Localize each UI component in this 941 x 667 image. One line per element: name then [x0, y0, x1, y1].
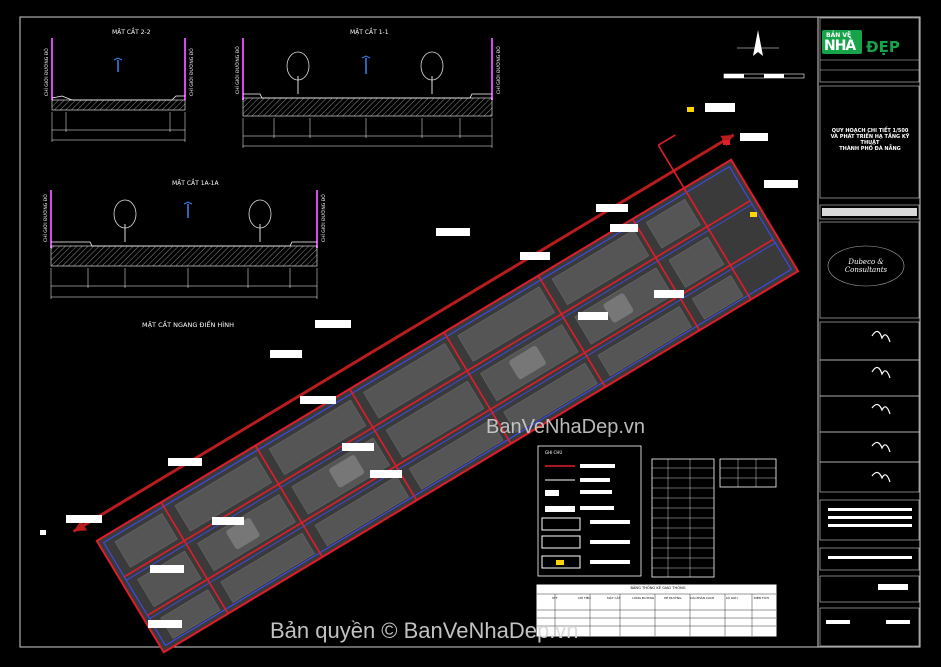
stats-table-title: BẢNG THỐNG KÊ GIAO THÔNG: [630, 586, 686, 590]
project-title: QUY HOẠCH CHI TIẾT 1/500 VÀ PHÁT TRIỂN H…: [822, 128, 918, 152]
plan-callouts: [40, 103, 798, 628]
table-col-header: DẢI PHÂN CÁCH: [690, 596, 715, 600]
title-block: [819, 17, 920, 647]
watermark-center: BanVeNhaDep.vn: [486, 416, 646, 438]
table-col-header: HÈ ĐƯỜNG: [664, 596, 682, 600]
table-col-header: LÒNG ĐƯỜNG: [632, 596, 655, 600]
svg-text:MẶT CẮT 1-1: MẶT CẮT 1-1: [350, 28, 389, 36]
sheet-border: [19, 16, 921, 648]
logo-top-text: BẢN VẼ: [826, 32, 852, 39]
legend-box: [537, 445, 642, 577]
project-line: THÀNH PHỐ ĐÀ NẴNG: [839, 146, 901, 152]
svg-text:MẶT CẮT 1A-1A: MẶT CẮT 1A-1A: [172, 179, 219, 187]
project-line: VÀ PHÁT TRIỂN HẠ TẦNG KỸ THUẬT: [830, 134, 910, 146]
table-col-header: LỘ GIỚI: [725, 596, 738, 600]
stats-table-header-row: STT CHỈ TIÊU MẶT CẮT LÒNG ĐƯỜNG HÈ ĐƯỜNG…: [540, 596, 776, 610]
table-col-header: DIỆN TÍCH: [753, 596, 769, 600]
svg-text:MẶT CẮT 2-2: MẶT CẮT 2-2: [112, 28, 151, 36]
site-plan: [72, 133, 800, 654]
logo-nha-text: NHÀ: [824, 38, 856, 54]
coordinate-table: [651, 458, 777, 578]
legend-title: GHI CHÚ: [545, 450, 563, 455]
table-col-header: STT: [551, 596, 558, 600]
section-1-1: MẶT CẮT 1-1: [242, 28, 493, 148]
tree-icon: [420, 51, 444, 94]
tree-icon: [286, 51, 310, 94]
section-2-2: MẶT CẮT 2-2: [51, 28, 186, 142]
brand-logo: BẢN VẼ NHÀ ĐẸP: [822, 28, 920, 58]
table-col-header: MẶT CẮT: [607, 596, 621, 600]
company-stamp: Dubeco & Consultants: [844, 258, 888, 274]
project-line: QUY HOẠCH CHI TIẾT 1/500: [831, 128, 909, 134]
typical-section-title: MẶT CẮT NGANG ĐIỂN HÌNH: [142, 321, 234, 329]
north-arrow-icon: [737, 30, 779, 56]
scale-bar: [723, 73, 805, 79]
logo-dep-text: ĐẸP: [866, 38, 900, 56]
house-icon: [822, 30, 862, 54]
table-col-header: CHỈ TIÊU: [577, 596, 591, 600]
tree-icon: [248, 199, 272, 242]
traffic-stats-table: [536, 584, 777, 637]
watermark-copyright: Bản quyền © BanVeNhaDep.vn: [270, 618, 579, 643]
section-1a-1a: MẶT CẮT 1A-1A: [50, 179, 318, 299]
tree-icon: [113, 199, 137, 242]
